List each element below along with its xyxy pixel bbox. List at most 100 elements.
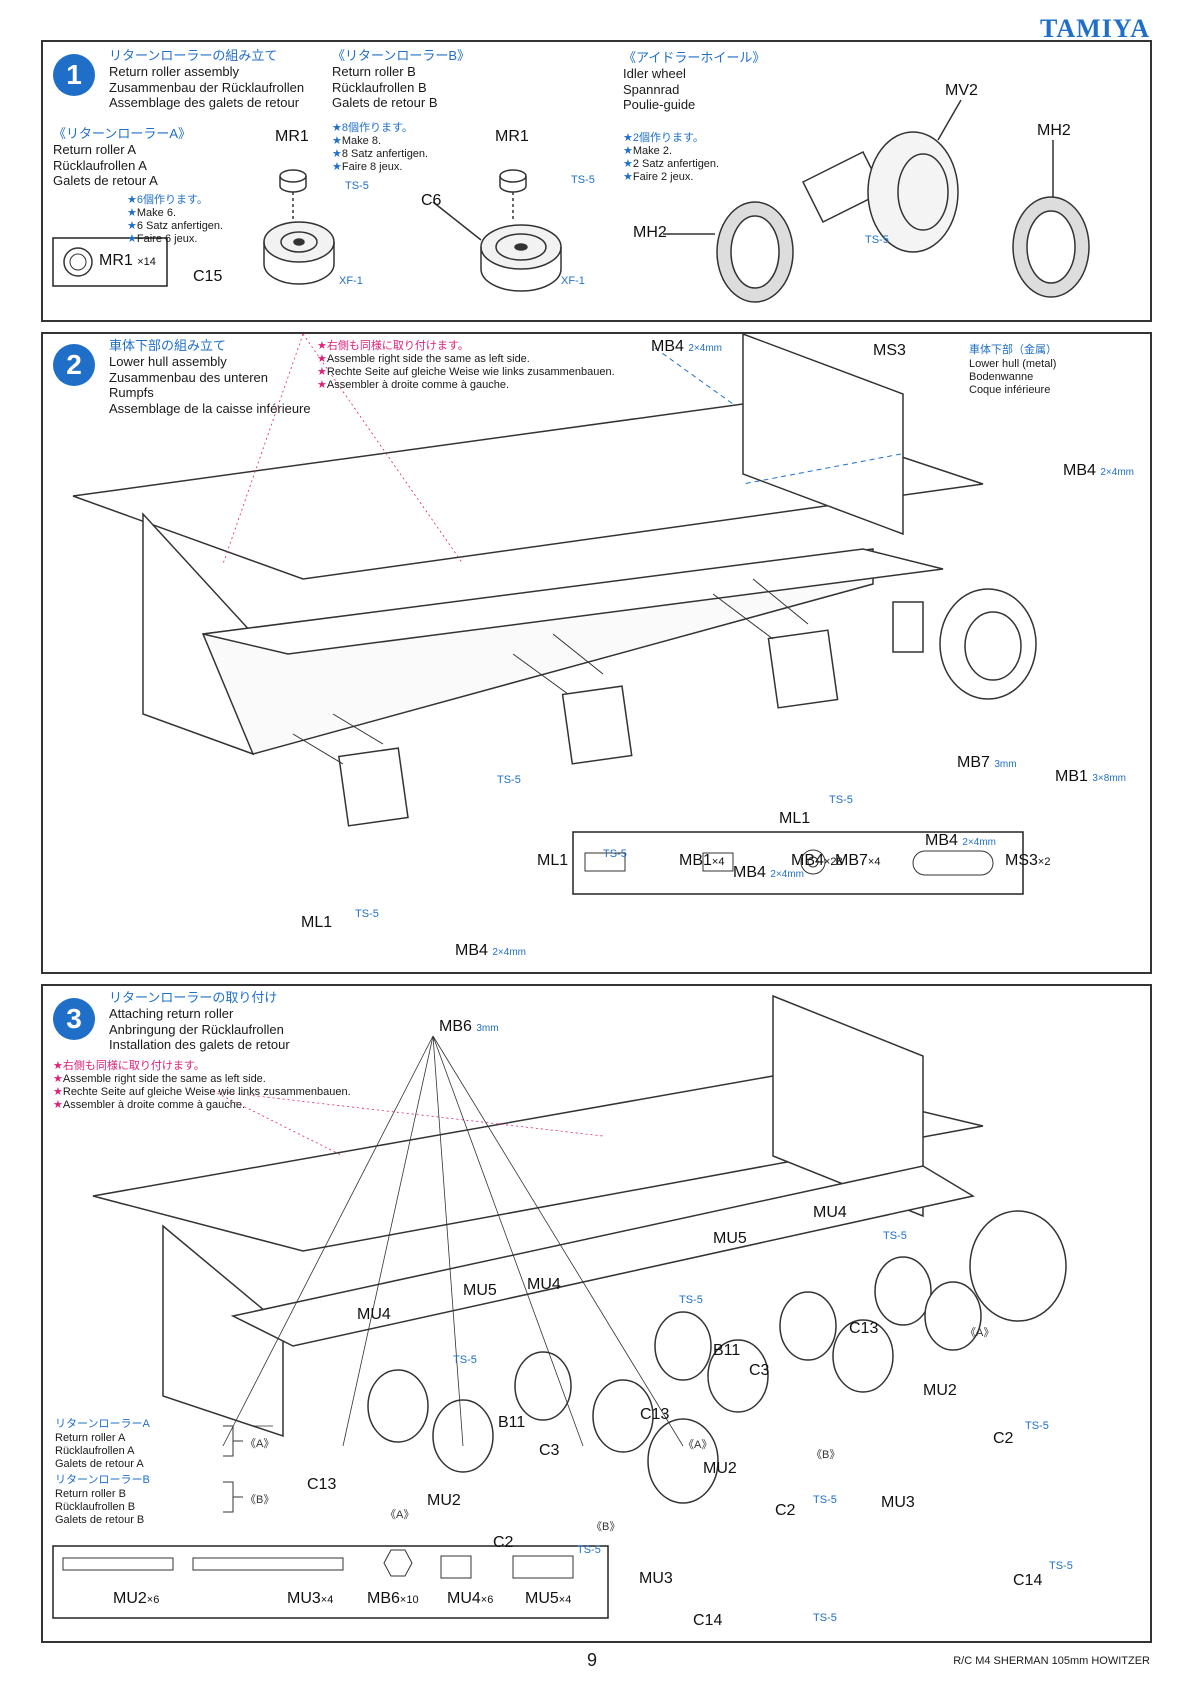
note-en: Assemble right side the same as left sid…: [326, 353, 530, 365]
legend-tag-a: 《A》: [245, 1438, 275, 1450]
legend-en: Return roller B: [55, 1488, 126, 1500]
part-dim: 2×4mm: [492, 947, 526, 958]
part-name: MB6: [367, 1590, 400, 1607]
label-mv2: MV2: [945, 82, 978, 99]
legend-roller-a: リターンローラーA Return roller A Rücklaufrollen…: [55, 1416, 150, 1471]
label-ml1: ML1: [301, 914, 333, 931]
label-mh2: MH2: [633, 224, 667, 241]
part-mb6: MB6×10: [367, 1590, 419, 1608]
step-number: 3: [53, 998, 95, 1040]
note-fr: Faire 8 jeux.: [341, 161, 403, 173]
part-mb4: MB4×28: [791, 852, 843, 870]
label-mb6: MB6 3mm: [439, 1018, 499, 1036]
part-count: ×2: [1037, 856, 1051, 868]
paint-ts5: TS-5: [865, 234, 889, 246]
label-c3: C3: [749, 1362, 770, 1379]
part-mb1: MB1×4: [679, 852, 724, 870]
idler-en: Idler wheel: [623, 66, 686, 81]
note-en: Make 8.: [341, 135, 382, 147]
step-3-panel: 3 リターンローラーの取り付け Attaching return roller …: [41, 984, 1152, 1643]
part-dim: 3×8mm: [1092, 773, 1126, 784]
paint-ts5: TS-5: [577, 1544, 601, 1556]
label-ml1: ML1: [537, 852, 569, 869]
tag-a: 《A》: [385, 1509, 415, 1521]
roller-b-note: ★8個作ります。 ★Make 8. ★8 Satz anfertigen. ★F…: [332, 122, 429, 173]
part-name: MB1: [679, 852, 712, 869]
title-jp: リターンローラーの取り付け: [109, 990, 278, 1005]
legend-de: Rücklaufrollen A: [55, 1445, 135, 1457]
step-1-title: リターンローラーの組み立て Return roller assembly Zus…: [109, 48, 304, 111]
part-count: ×6: [480, 1594, 494, 1606]
paint-ts5: TS-5: [813, 1612, 837, 1624]
label-mu5: MU5: [713, 1230, 747, 1247]
idler-jp: 《アイドラーホイール》: [623, 50, 766, 65]
roller-a-caption: 《リターンローラーA》 Return roller A Rücklaufroll…: [53, 126, 191, 189]
label-mb4: MB4 2×4mm: [651, 338, 722, 356]
hull-jp: 車体下部（金属）: [969, 344, 1057, 356]
step-3-illustration: [52, 994, 1067, 1619]
legend-de: Rücklaufrollen B: [55, 1501, 136, 1513]
paint-ts5: TS-5: [603, 848, 627, 860]
part-name: MB4: [455, 942, 488, 959]
part-mu3: MU3×4: [287, 1590, 333, 1608]
label-mb4: MB4 2×4mm: [925, 832, 996, 850]
label-mr1: MR1: [495, 128, 529, 145]
idler-fr: Poulie-guide: [623, 97, 696, 112]
part-name: MB4: [1063, 462, 1096, 479]
part-count: ×4: [558, 1594, 572, 1606]
label-mu3: MU3: [881, 1494, 915, 1511]
label-c14: C14: [693, 1612, 723, 1629]
title-de: Zusammenbau der Rücklaufrollen: [109, 79, 305, 95]
title-en: Return roller assembly: [109, 64, 240, 79]
note-de: Rechte Seite auf gleiche Weise wie links…: [326, 366, 615, 378]
part-count: ×4: [320, 1594, 334, 1606]
note-fr: Faire 6 jeux.: [136, 233, 198, 245]
tag-a: 《A》: [965, 1327, 995, 1339]
note-de: 2 Satz anfertigen.: [632, 158, 720, 170]
title-en: Lower hull assembly: [109, 354, 227, 369]
note-jp: ★2個作ります。: [623, 132, 704, 144]
paint-xf1: XF-1: [561, 275, 585, 287]
label-c2: C2: [993, 1430, 1014, 1447]
paint-ts5: TS-5: [679, 1294, 703, 1306]
product-title: R/C M4 SHERMAN 105mm HOWITZER: [953, 1655, 1150, 1667]
note-jp: ★右側も同様に取り付けます。: [317, 340, 469, 352]
part-name: MB4: [791, 852, 824, 869]
paint-ts5: TS-5: [345, 180, 369, 192]
part-dim: 2×4mm: [688, 343, 722, 354]
roller-b-de: Rücklaufrollen B: [332, 79, 427, 95]
note-jp: ★右側も同様に取り付けます。: [53, 1060, 205, 1072]
roller-a-jp: 《リターンローラーA》: [53, 126, 192, 141]
title-de-2: Rumpfs: [109, 385, 154, 400]
part-dim: 2×4mm: [962, 837, 996, 848]
hull-caption: 車体下部（金属） Lower hull (metal) Bodenwanne C…: [969, 342, 1057, 397]
label-mb4: MB4 2×4mm: [455, 942, 526, 960]
part-mu4: MU4×6: [447, 1590, 493, 1608]
paint-ts5: TS-5: [883, 1230, 907, 1242]
legend-en: Return roller A: [55, 1432, 126, 1444]
paint-ts5: TS-5: [1025, 1420, 1049, 1432]
part-mu2: MU2×6: [113, 1590, 159, 1608]
paint-ts5: TS-5: [1049, 1560, 1073, 1572]
legend-roller-b: リターンローラーB Return roller B Rücklaufrollen…: [55, 1472, 150, 1527]
tag-a: 《A》: [683, 1439, 713, 1451]
label-c13: C13: [849, 1320, 879, 1337]
hull-fr: Coque inférieure: [969, 384, 1051, 396]
note-jp: ★6個作ります。: [127, 194, 208, 206]
label-mu4: MU4: [813, 1204, 847, 1221]
legend-fr: Galets de retour B: [55, 1514, 145, 1526]
step-2-illustration: [72, 334, 1037, 895]
label-c13: C13: [307, 1476, 337, 1493]
part-name: MB4: [925, 832, 958, 849]
idler-de: Spannrad: [623, 81, 680, 97]
part-name: MB4: [651, 338, 684, 355]
brand-logo: TAMIYA: [1039, 14, 1150, 43]
note-jp: ★8個作ります。: [332, 122, 413, 134]
part-name: MB7: [957, 754, 990, 771]
label-mu2: MU2: [923, 1382, 957, 1399]
tag-b: 《B》: [811, 1449, 841, 1461]
title-jp: 車体下部の組み立て: [109, 338, 227, 353]
part-name: MB4: [733, 864, 766, 881]
label-mh2: MH2: [1037, 122, 1071, 139]
hull-en: Lower hull (metal): [969, 358, 1057, 370]
